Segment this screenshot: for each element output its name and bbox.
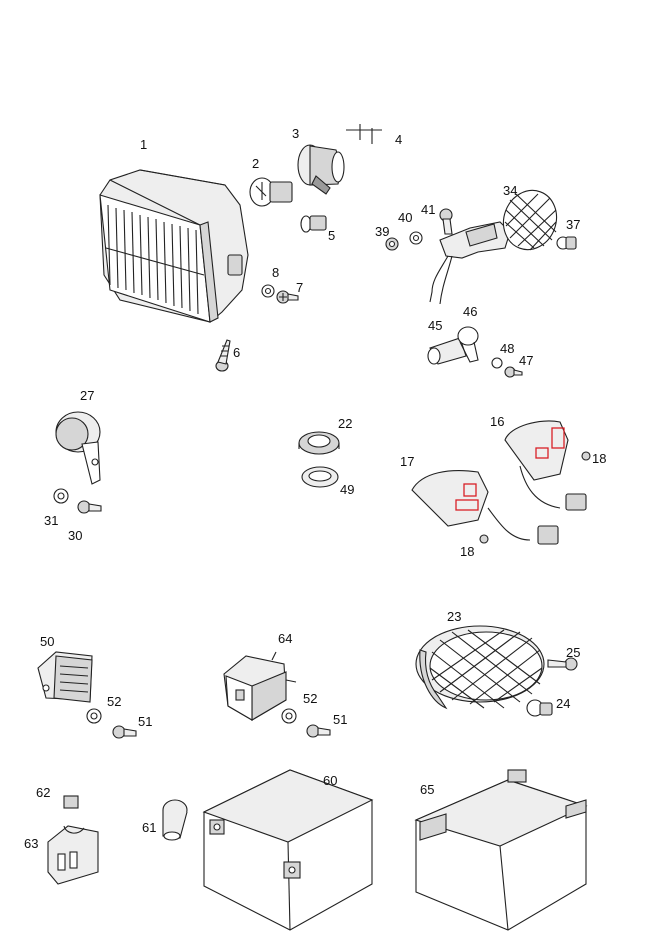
screw-part-18a: [581, 451, 591, 461]
label-40: 40: [398, 210, 412, 225]
label-52-right: 52: [303, 691, 317, 706]
label-24: 24: [556, 696, 570, 711]
washer-part: [261, 284, 275, 298]
socket-part: [297, 144, 345, 195]
screw-part-47: [504, 366, 523, 378]
fuse-holder-part: [47, 825, 99, 885]
label-18-right: 18: [592, 451, 606, 466]
label-45: 45: [428, 318, 442, 333]
small-bulb-part: [300, 215, 327, 233]
washer-part-48: [491, 357, 503, 369]
screw-part-25: [547, 657, 578, 671]
label-18-left: 18: [460, 544, 474, 559]
tail-light-part: [415, 625, 545, 710]
label-3: 3: [292, 126, 299, 141]
label-52-left: 52: [107, 694, 121, 709]
label-37: 37: [566, 217, 580, 232]
terminal-cap-part: [162, 799, 188, 841]
battery-part: [414, 769, 588, 931]
turn-signal-part: [429, 189, 558, 305]
label-39: 39: [375, 224, 389, 239]
label-49: 49: [340, 482, 354, 497]
label-51-left: 51: [138, 714, 152, 729]
label-48: 48: [500, 341, 514, 356]
wire-clip-part: [346, 124, 382, 144]
screw-part-18b: [479, 534, 489, 544]
label-65: 65: [420, 782, 434, 797]
connector-part-17: [537, 525, 559, 545]
label-61: 61: [142, 820, 156, 835]
label-7: 7: [296, 280, 303, 295]
washer-part-52a: [86, 708, 102, 724]
label-1: 1: [140, 137, 147, 152]
label-16: 16: [490, 414, 504, 429]
tapping-screw-part: [215, 339, 231, 372]
label-62: 62: [36, 785, 50, 800]
label-63: 63: [24, 836, 38, 851]
horn-part: [55, 411, 101, 485]
washer-part-31: [53, 488, 69, 504]
label-46: 46: [463, 304, 477, 319]
label-30: 30: [68, 528, 82, 543]
label-34: 34: [503, 183, 517, 198]
connector-part-16: [565, 493, 587, 511]
part-labels: 1 2 3 4 5 6 7 8 34 37 39 40 41 45 46 47 …: [24, 126, 606, 851]
label-31: 31: [44, 513, 58, 528]
label-17: 17: [400, 454, 414, 469]
screw-part-30: [77, 500, 102, 514]
screw-part: [276, 290, 299, 304]
headlight-part: [99, 169, 249, 323]
handlebar-switch-right: [504, 420, 569, 509]
label-5: 5: [328, 228, 335, 243]
ring-nut-part: [298, 431, 340, 455]
label-8: 8: [272, 265, 279, 280]
screw-part-51b: [306, 724, 331, 738]
label-22: 22: [338, 416, 352, 431]
label-6: 6: [233, 345, 240, 360]
fuse-part: [63, 795, 79, 809]
handlebar-switch-left: [411, 470, 531, 541]
bulb-part-24: [526, 699, 553, 717]
label-51-right: 51: [333, 712, 347, 727]
label-2: 2: [252, 156, 259, 171]
signal-bulb-part: [556, 236, 577, 250]
label-25: 25: [566, 645, 580, 660]
label-41: 41: [421, 202, 435, 217]
washer-part-40: [409, 231, 423, 245]
bolt-part: [439, 208, 453, 235]
label-64: 64: [278, 631, 292, 646]
regulator-part: [37, 651, 93, 703]
relay-part-64: [223, 651, 297, 721]
label-23: 23: [447, 609, 461, 624]
label-47: 47: [519, 353, 533, 368]
washer-part-52b: [281, 708, 297, 724]
label-50: 50: [40, 634, 54, 649]
battery-box-part: [202, 769, 374, 931]
label-4: 4: [395, 132, 402, 147]
bulb-part: [249, 177, 293, 207]
nut-part: [385, 237, 399, 251]
seal-ring-part: [301, 466, 339, 488]
label-60: 60: [323, 773, 337, 788]
clamp-part-46: [457, 326, 479, 363]
screw-part-51a: [112, 725, 137, 739]
relay-part-45: [427, 337, 467, 365]
label-27: 27: [80, 388, 94, 403]
